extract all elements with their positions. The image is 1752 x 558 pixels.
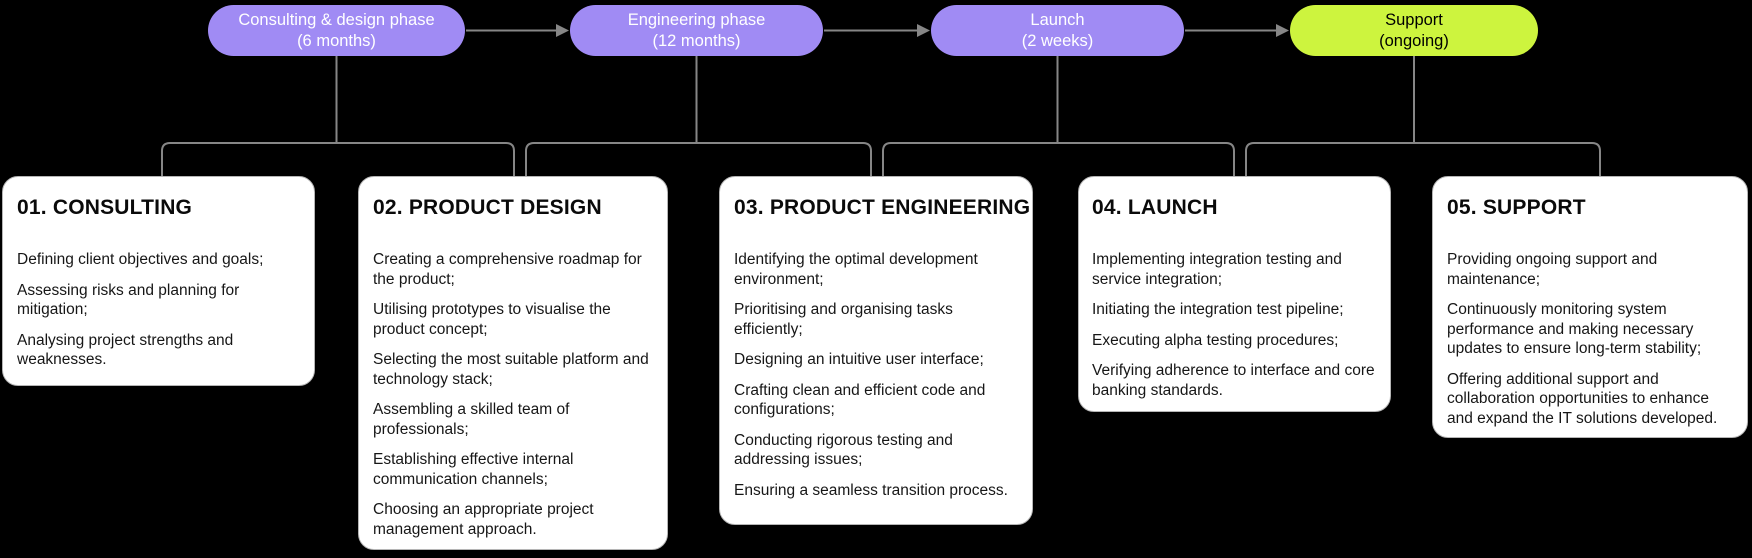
card-item: Designing an intuitive user interface;: [734, 351, 984, 369]
card-item: Providing ongoing support and maintenanc…: [1447, 251, 1658, 288]
card-product-engineering: 03. PRODUCT ENGINEERING Identifying the …: [719, 176, 1033, 525]
card-consulting: 01. CONSULTING Defining client objective…: [2, 176, 315, 386]
card-launch: 04. LAUNCH Implementing integration test…: [1078, 176, 1391, 412]
card-item: Assembling a skilled team of professiona…: [373, 401, 570, 438]
phase-node-launch: Launch (2 weeks): [931, 5, 1184, 56]
card-item: Initiating the integration test pipeline…: [1092, 301, 1344, 319]
card-title: 01. CONSULTING: [17, 196, 193, 219]
phase-node-consulting-design: Consulting & design phase (6 months): [208, 5, 465, 56]
bracket-rail-4: [1245, 142, 1601, 177]
card-title: 03. PRODUCT ENGINEERING: [734, 196, 1031, 219]
card-title: 04. LAUNCH: [1092, 196, 1218, 219]
card-item: Utilising prototypes to visualise the pr…: [373, 301, 611, 338]
flow-arrow-1: [466, 24, 569, 37]
card-title: 02. PRODUCT DESIGN: [373, 196, 602, 219]
phase-label: Engineering phase: [627, 10, 766, 29]
card-item: Conducting rigorous testing and addressi…: [734, 431, 953, 469]
card-item: Choosing an appropriate project manageme…: [373, 501, 594, 538]
card-item: Crafting clean and efficient code and co…: [734, 381, 986, 419]
phase-label: Launch: [1030, 10, 1085, 29]
card-item: Ensuring a seamless transition process.: [734, 481, 1008, 499]
card-item: Continuously monitoring system performan…: [1447, 301, 1702, 358]
card-product-design: 02. PRODUCT DESIGN Creating a comprehens…: [358, 176, 668, 550]
phase-label: Support: [1385, 10, 1443, 29]
card-item: Executing alpha testing procedures;: [1092, 331, 1339, 349]
card-item: Analysing project strengths and weakness…: [17, 331, 234, 369]
card-item: Identifying the optimal development envi…: [734, 251, 978, 288]
flow-arrow-3: [1185, 24, 1289, 37]
bracket-rail-2: [525, 142, 872, 177]
card-item: Creating a comprehensive roadmap for the…: [373, 251, 642, 288]
phase-label: Consulting & design phase: [238, 10, 435, 29]
card-item: Establishing effective internal communic…: [373, 451, 574, 488]
card-support: 05. SUPPORT Providing ongoing support an…: [1432, 176, 1748, 438]
phase-duration: (ongoing): [1379, 31, 1449, 50]
card-title: 05. SUPPORT: [1447, 196, 1586, 219]
phase-duration: (6 months): [297, 31, 376, 50]
card-item: Selecting the most suitable platform and…: [373, 351, 649, 388]
card-item: Verifying adherence to interface and cor…: [1092, 362, 1375, 399]
phase-node-support: Support (ongoing): [1290, 5, 1538, 56]
card-item: Assessing risks and planning for mitigat…: [17, 281, 240, 319]
card-item: Defining client objectives and goals;: [17, 251, 264, 269]
card-item: Implementing integration testing and ser…: [1092, 251, 1342, 288]
phase-node-engineering: Engineering phase (12 months): [570, 5, 823, 56]
phase-duration: (12 months): [652, 31, 741, 50]
card-item: Offering additional support and collabor…: [1447, 370, 1718, 427]
bracket-rail-1: [161, 142, 515, 177]
card-item: Prioritising and organising tasks effici…: [734, 301, 953, 338]
phase-duration: (2 weeks): [1021, 31, 1094, 50]
bracket-rail-3: [882, 142, 1235, 177]
flow-arrow-2: [824, 24, 930, 37]
